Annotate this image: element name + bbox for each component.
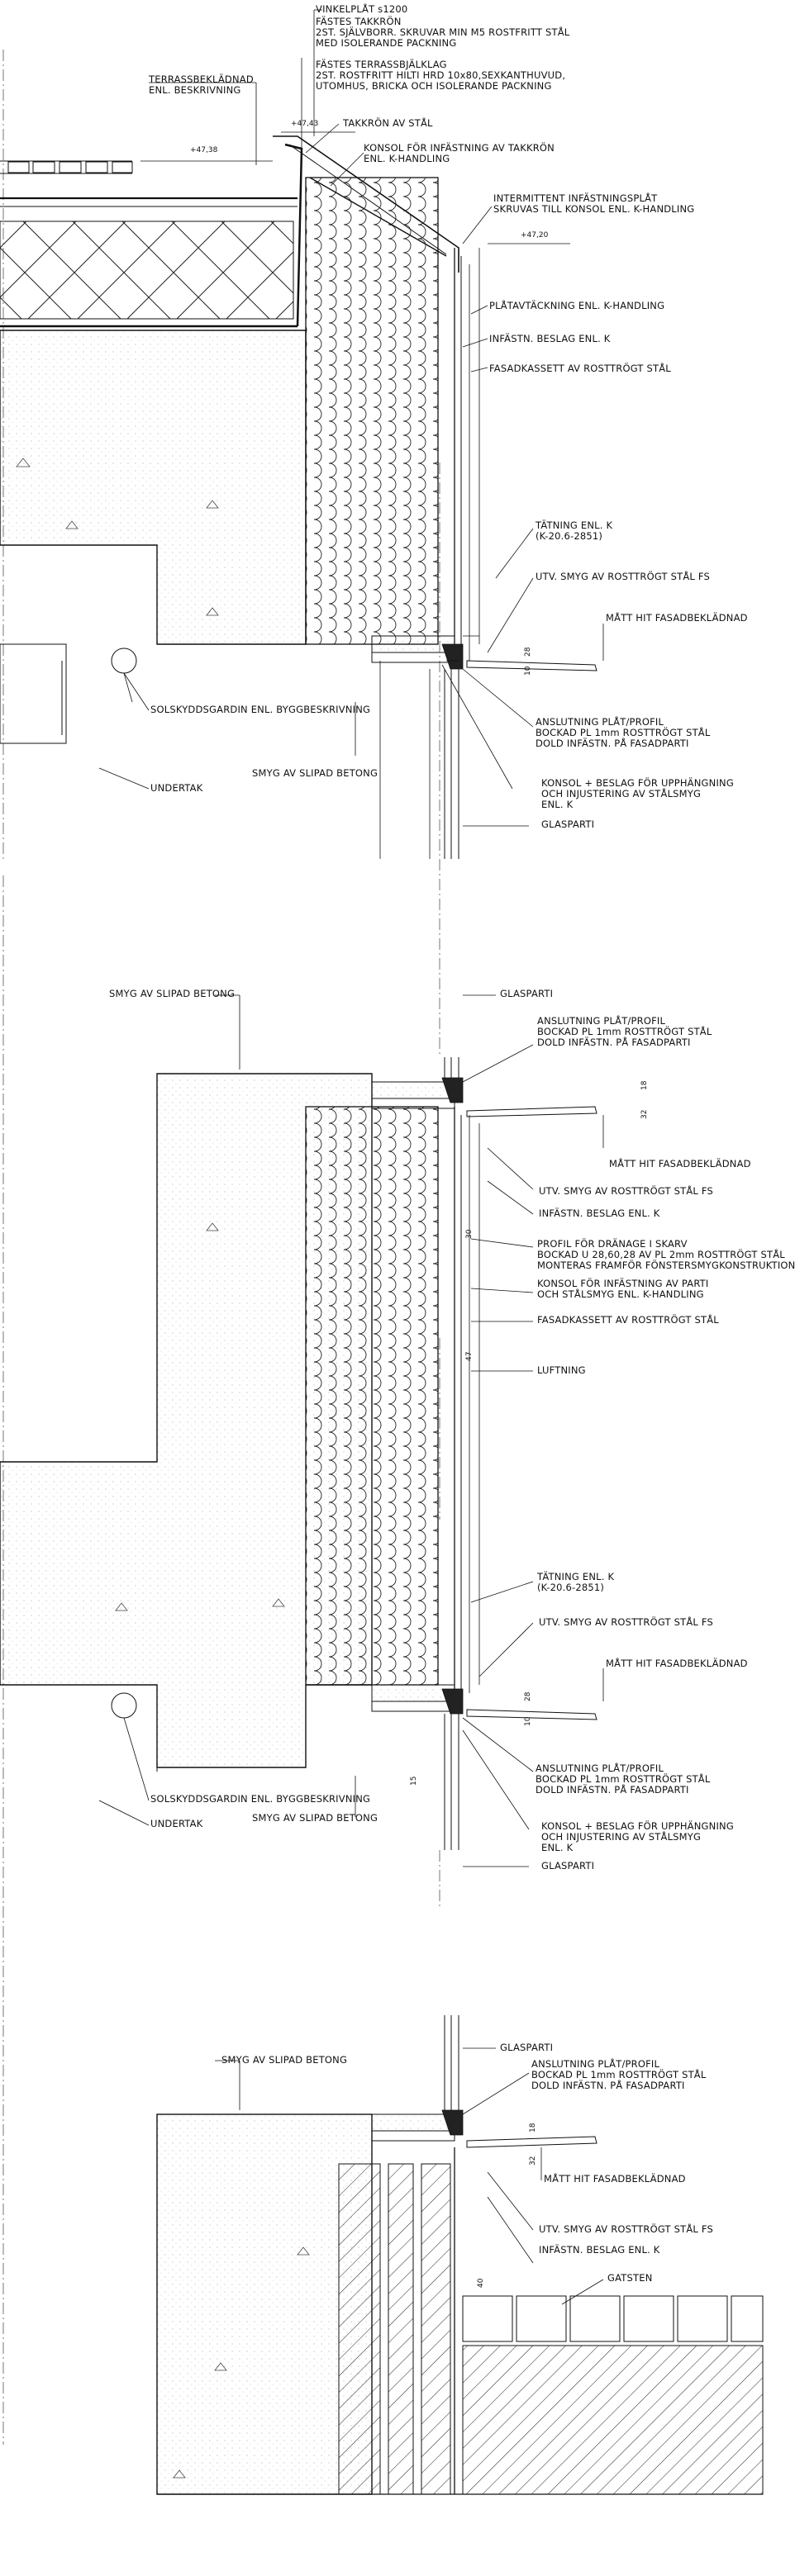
label-s2-smyg-slipad: SMYG AV SLIPAD BETONG [109, 988, 236, 999]
label-s2-tatning-1: TÄTNING ENL. K [537, 1571, 615, 1582]
label-s2-tatning-2: (K-20.6-2851) [537, 1582, 605, 1593]
label-s3-anslutning-2: BOCKAD PL 1mm ROSTTRÖGT STÅL [531, 2069, 707, 2080]
label-anslutning-3: DOLD INFÄSTN. PÅ FASADPARTI [536, 738, 689, 749]
label-s2-glasparti-top: GLASPARTI [500, 988, 554, 999]
label-utomhus-bricka: UTOMHUS, BRICKA OCH ISOLERANDE PACKNING [316, 80, 552, 92]
dim-s2-18: 18 [640, 1080, 649, 1090]
label-intermittent-1: INTERMITTENT INFÄSTNINGSPLÅT [493, 192, 658, 204]
label-s3-anslutning-1: ANSLUTNING PLÅT/PROFIL [531, 2058, 660, 2070]
label-st-rostfritt-hilti: 2ST. ROSTFRITT HILTI HRD 10x80,SEXKANTHU… [316, 69, 566, 81]
label-s2-matt-hit-2: MÅTT HIT FASADBEKLÄDNAD [606, 1658, 748, 1669]
label-glasparti: GLASPARTI [541, 818, 595, 830]
label-s2-anslutning2-1: ANSLUTNING PLÅT/PROFIL [536, 1762, 664, 1774]
label-s2-fasadkassett: FASADKASSETT AV ROSTTRÖGT STÅL [537, 1314, 719, 1326]
label-s3-infastn-beslag: INFÄSTN. BESLAG ENL. K [539, 2244, 660, 2256]
label-s2-konsol-beslag-2: OCH INJUSTERING AV STÅLSMYG [541, 1831, 702, 1843]
label-takkron: TAKKRÖN AV STÅL [343, 117, 433, 129]
label-s2-profil-2: BOCKAD U 28,60,28 AV PL 2mm ROSTTRÖGT ST… [537, 1249, 785, 1260]
label-fastes-takkron: FÄSTES TAKKRÖN [316, 16, 402, 27]
level-4720: +47,20 [521, 231, 549, 240]
label-s2-glasparti: GLASPARTI [541, 1860, 595, 1872]
label-konsol-beslag-3: ENL. K [541, 799, 574, 810]
label-tatning-1: TÄTNING ENL. K [536, 519, 613, 531]
dim-s3-40: 40 [477, 2278, 485, 2288]
label-s2-konsol-parti-1: KONSOL FÖR INFÄSTNING AV PARTI [537, 1278, 709, 1289]
label-anslutning-2: BOCKAD PL 1mm ROSTTRÖGT STÅL [536, 727, 711, 738]
label-s2-anslutning-3: DOLD INFÄSTN. PÅ FASADPARTI [537, 1037, 691, 1048]
section-1-roof-parapet [0, 9, 604, 859]
label-s3-anslutning-3: DOLD INFÄSTN. PÅ FASADPARTI [531, 2080, 685, 2091]
dim-s2-47: 47 [465, 1351, 474, 1361]
label-s3-smyg-slipad: SMYG AV SLIPAD BETONG [221, 2054, 348, 2066]
label-s2-solskydd: SOLSKYDDSGARDIN ENL. BYGGBESKRIVNING [150, 1793, 371, 1805]
level-4743: +47,43 [291, 120, 319, 128]
dim-s2-30: 30 [465, 1229, 474, 1239]
label-tatning-2: (K-20.6-2851) [536, 530, 603, 542]
label-anslutning-1: ANSLUTNING PLÅT/PROFIL [536, 716, 664, 728]
label-s2-konsol-beslag-3: ENL. K [541, 1842, 574, 1853]
dim-s2-15: 15 [410, 1776, 418, 1786]
label-konsol-takkron-2: ENL. K-HANDLING [364, 153, 450, 164]
label-enl-beskrivning: ENL. BESKRIVNING [149, 84, 241, 96]
dim-s2-28: 28 [524, 1691, 532, 1701]
label-med-isolerande: MED ISOLERANDE PACKNING [316, 37, 457, 49]
label-konsol-takkron-1: KONSOL FÖR INFÄSTNING AV TAKKRÖN [364, 142, 555, 154]
dim-s2-32: 32 [640, 1109, 649, 1119]
label-s2-profil-3: MONTERAS FRAMFÖR FÖNSTERSMYGKONSTRUKTION [537, 1260, 795, 1271]
label-s2-luftning: LUFTNING [537, 1364, 586, 1376]
label-s2-anslutning-2: BOCKAD PL 1mm ROSTTRÖGT STÅL [537, 1026, 712, 1037]
dim-s2-10: 10 [524, 1716, 532, 1726]
label-smyg-slipad: SMYG AV SLIPAD BETONG [252, 767, 378, 779]
label-s2-infastn-beslag: INFÄSTN. BESLAG ENL. K [539, 1207, 660, 1219]
label-s2-anslutning2-3: DOLD INFÄSTN. PÅ FASADPARTI [536, 1784, 689, 1796]
label-s3-matt-hit: MÅTT HIT FASADBEKLÄDNAD [544, 2173, 686, 2185]
label-st-sjalvborr: 2ST. SJÄLVBORR. SKRUVAR MIN M5 ROSTFRITT… [316, 26, 570, 38]
label-fasadkassett: FASADKASSETT AV ROSTTRÖGT STÅL [489, 363, 671, 374]
construction-detail-drawing [0, 9, 764, 2495]
label-konsol-beslag-1: KONSOL + BESLAG FÖR UPPHÄNGNING [541, 777, 734, 789]
label-solskydd: SOLSKYDDSGARDIN ENL. BYGGBESKRIVNING [150, 704, 371, 715]
label-utv-smyg: UTV. SMYG AV ROSTTRÖGT STÅL FS [536, 571, 710, 582]
label-s2-undertak: UNDERTAK [150, 1818, 203, 1829]
label-s2-utv-smyg-2: UTV. SMYG AV ROSTTRÖGT STÅL FS [539, 1616, 713, 1628]
label-platavtackning: PLÅTAVTÄCKNING ENL. K-HANDLING [489, 300, 665, 311]
section-2-window-head-mid [0, 994, 604, 1867]
label-s2-profil-1: PROFIL FÖR DRÄNAGE I SKARV [537, 1238, 688, 1250]
label-s3-glasparti: GLASPARTI [500, 2042, 554, 2053]
label-fastes-terrassbjalklag: FÄSTES TERRASSBJÄLKLAG [316, 59, 447, 70]
label-terrassbekladnad: TERRASSBEKLÄDNAD [149, 74, 254, 85]
label-vinkelplat: VINKELPLÅT s1200 [316, 3, 408, 15]
label-s2-smyg-slipad-2: SMYG AV SLIPAD BETONG [252, 1812, 378, 1824]
dim-10: 10 [524, 666, 532, 676]
label-s3-utv-smyg: UTV. SMYG AV ROSTTRÖGT STÅL FS [539, 2223, 713, 2235]
label-s2-anslutning2-2: BOCKAD PL 1mm ROSTTRÖGT STÅL [536, 1773, 711, 1785]
label-konsol-beslag-2: OCH INJUSTERING AV STÅLSMYG [541, 788, 702, 799]
level-4738: +47,38 [190, 146, 218, 154]
dim-s3-32: 32 [529, 2156, 537, 2166]
label-infastn-beslag: INFÄSTN. BESLAG ENL. K [489, 333, 611, 344]
dim-28: 28 [524, 647, 532, 657]
label-undertak: UNDERTAK [150, 782, 203, 794]
label-s2-matt-hit: MÅTT HIT FASADBEKLÄDNAD [609, 1158, 751, 1169]
label-s3-gatsten: GATSTEN [607, 2272, 653, 2284]
label-s2-utv-smyg: UTV. SMYG AV ROSTTRÖGT STÅL FS [539, 1185, 713, 1197]
label-intermittent-2: SKRUVAS TILL KONSOL ENL. K-HANDLING [493, 203, 695, 215]
label-s2-anslutning-1: ANSLUTNING PLÅT/PROFIL [537, 1015, 666, 1027]
section-3-window-base [156, 2015, 764, 2495]
dim-s3-18: 18 [529, 2123, 537, 2132]
label-s2-konsol-parti-2: OCH STÅLSMYG ENL. K-HANDLING [537, 1288, 704, 1300]
label-s2-konsol-beslag-1: KONSOL + BESLAG FÖR UPPHÄNGNING [541, 1820, 734, 1832]
label-matt-hit: MÅTT HIT FASADBEKLÄDNAD [606, 612, 748, 624]
